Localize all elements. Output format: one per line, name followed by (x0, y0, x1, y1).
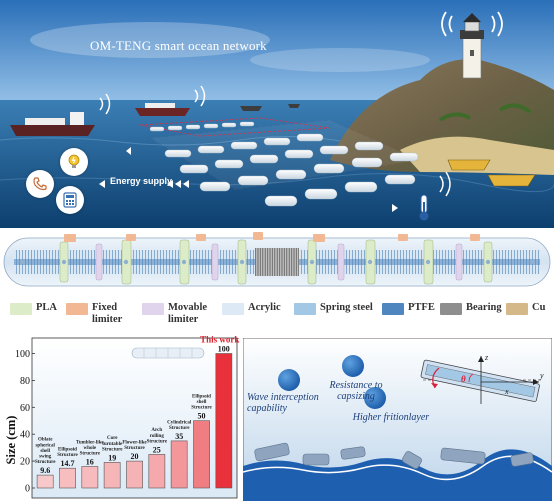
bearing-nodes (19, 259, 535, 265)
feature-friction-layer: Higher fritionlayer (352, 412, 430, 423)
legend-item-pla: PLA (10, 302, 57, 315)
features-schematic-panel: z x y θ Wave interception capability Res… (243, 338, 552, 501)
calculator-icon (56, 186, 84, 214)
y-tick-label-4: 80 (20, 376, 30, 387)
thermometer-icon (414, 192, 434, 222)
legend-swatch (294, 303, 316, 315)
y-axis-label: Size (cm) (4, 416, 18, 465)
energy-arrows (99, 147, 398, 212)
y-tick-label-3: 60 (20, 403, 30, 414)
legend-swatch (506, 303, 528, 315)
feature-capsizing-resistance: Resistance to capsizing (329, 380, 383, 402)
z-axis-label: z (484, 353, 489, 362)
cargo-ship (10, 112, 95, 136)
value-label-1: 14.7 (61, 459, 75, 468)
legend-swatch (222, 303, 244, 315)
legend-label: PTFE (408, 302, 435, 313)
y-tick-label-0: 0 (25, 484, 30, 495)
legend-item-cu: Cu (506, 302, 545, 315)
value-label-7: 50 (198, 412, 206, 421)
ocean-network-scene: OM-TENG smart ocean network Energy suppl… (0, 0, 554, 228)
theta-label: θ (461, 374, 466, 384)
legend-swatch (66, 303, 88, 315)
value-label-5: 25 (153, 445, 161, 454)
this-work-label: This work (200, 336, 239, 345)
lighthouse-icon (460, 13, 484, 79)
wave-signal-icon (439, 171, 451, 197)
phone-icon (26, 170, 54, 198)
legend-label: Spring steel (320, 302, 373, 313)
bar-0 (36, 474, 54, 489)
legend-swatch (142, 303, 164, 315)
movable-limiters (95, 243, 463, 281)
wifi-signal-icon (441, 11, 503, 37)
features-schematic: z x y θ (243, 338, 552, 501)
legend-label: Fixed limiter (92, 302, 123, 325)
feature-wave-interception: Wave interception capability (247, 392, 319, 414)
ocean-scene-illustration (0, 0, 554, 228)
legend-item-movable-limiter: Movable limiter (142, 302, 222, 326)
bar-4 (126, 460, 143, 489)
bearing-section (255, 248, 299, 276)
bar-3 (103, 462, 121, 489)
y-axis-label-3d: y (539, 371, 544, 380)
legend-label: Acrylic (248, 302, 281, 313)
value-label-6: 35 (175, 432, 183, 441)
wave-surface (243, 449, 552, 501)
scene-title: OM-TENG smart ocean network (90, 38, 267, 53)
legend-item-acrylic: Acrylic (222, 302, 281, 315)
legend-item-ptfe: PTFE (382, 302, 435, 315)
capsizing-resistance-ball (342, 355, 364, 377)
bar-6 (170, 440, 188, 489)
bar-8 (215, 353, 233, 489)
teng-device-cross-section (0, 232, 554, 290)
legend-swatch (382, 303, 404, 315)
legend-item-bearing: Bearing (440, 302, 502, 315)
y-tick-label-2: 40 (20, 430, 30, 441)
bar-1 (59, 467, 76, 489)
value-label-8: 100 (218, 345, 230, 354)
wave-interception-ball (278, 369, 300, 391)
bar-2 (81, 466, 99, 489)
ship-2 (135, 103, 190, 116)
material-legend: PLA Fixed limiter Movable limiter Acryli… (4, 300, 552, 336)
legend-item-fixed-limiter: Fixed limiter (66, 302, 138, 326)
legend-label: Movable limiter (168, 302, 208, 325)
value-label-4: 20 (131, 452, 139, 461)
friction-layer-ball (364, 387, 386, 409)
y-axis-group: 0 20 40 60 80 100 (15, 349, 35, 495)
legend-label: PLA (36, 302, 57, 313)
value-label-3: 19 (108, 453, 116, 462)
value-label-2: 16 (86, 458, 94, 467)
y-tick-label-1: 20 (20, 457, 30, 468)
y-tick-label-5: 100 (15, 349, 30, 360)
fixed-limiters (64, 232, 480, 242)
x-axis-label: x (504, 387, 509, 396)
legend-label: Cu (532, 302, 546, 313)
bar-7 (193, 420, 210, 489)
energy-supply-label: Energy supply (110, 176, 173, 186)
legend-swatch (440, 303, 462, 315)
teng-tube-array (149, 121, 419, 207)
tube-device-thumbnail (131, 347, 205, 359)
floating-tubes (254, 442, 534, 469)
legend-label: Bearing (466, 302, 502, 313)
tilt-diagram (420, 356, 543, 404)
legend-item-spring-steel: Spring steel (294, 302, 373, 315)
legend-swatch (10, 303, 32, 315)
value-label-0: 9.6 (40, 466, 50, 475)
bar-5 (148, 454, 166, 489)
lightbulb-icon (60, 148, 88, 176)
